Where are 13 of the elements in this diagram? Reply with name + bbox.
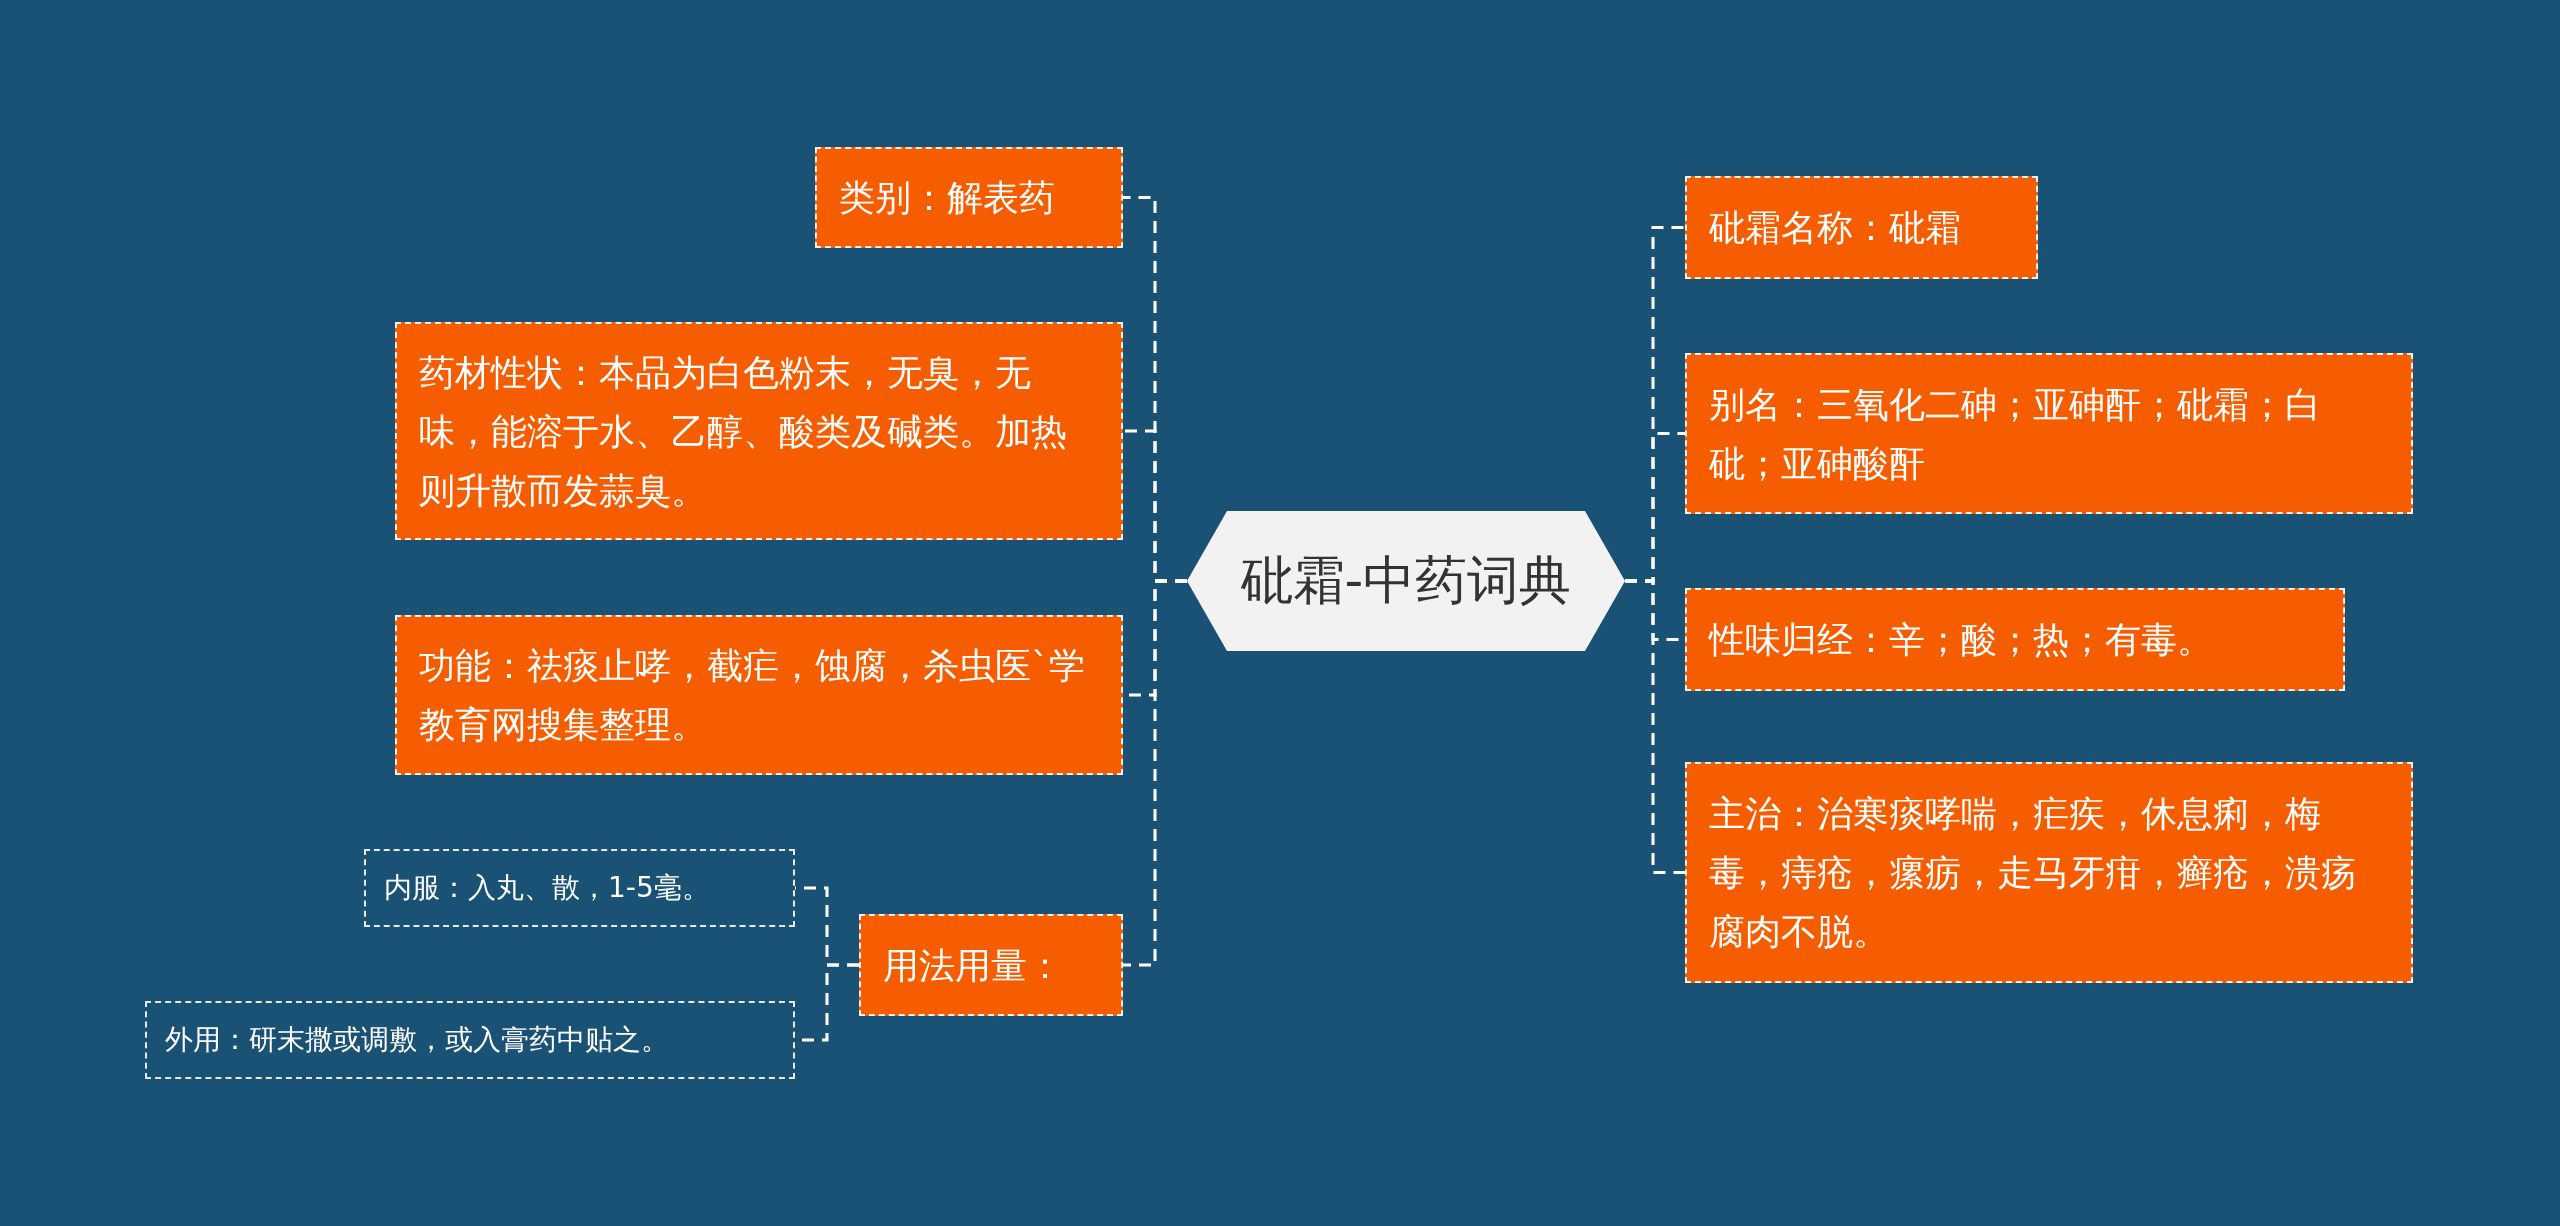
- topic-hexagon: 砒霜-中药词典: [1187, 511, 1625, 651]
- topic-box: 用法用量：: [859, 914, 1123, 1016]
- connector: [1625, 579, 1685, 874]
- topic-box: 类别：解表药: [815, 147, 1123, 248]
- topic-box: 砒霜名称：砒霜: [1685, 176, 2038, 279]
- topic-box: 主治：治寒痰哮喘，疟疾，休息痢，梅毒，痔疮，瘰疬，走马牙疳，癣疮，溃疡腐肉不脱。: [1685, 762, 2413, 983]
- topic-box: 功能：祛痰止哮，截疟，蚀腐，杀虫医`学教育网搜集整理。: [395, 615, 1123, 775]
- subtopic-box: 外用：研末撒或调敷，或入膏药中贴之。: [145, 1001, 795, 1079]
- topic-box: 性味归经：辛；酸；热；有毒。: [1685, 588, 2345, 691]
- topic-box: 别名：三氧化二砷；亚砷酐；砒霜；白砒；亚砷酸酐: [1685, 353, 2413, 514]
- connector: [1123, 579, 1187, 967]
- subtopic-box: 内服：入丸、散，1-5毫。: [364, 849, 795, 927]
- topic-box: 药材性状：本品为白色粉末，无臭，无味，能溶于水、乙醇、酸类及碱类。加热则升散而发蒜臭。: [395, 322, 1123, 540]
